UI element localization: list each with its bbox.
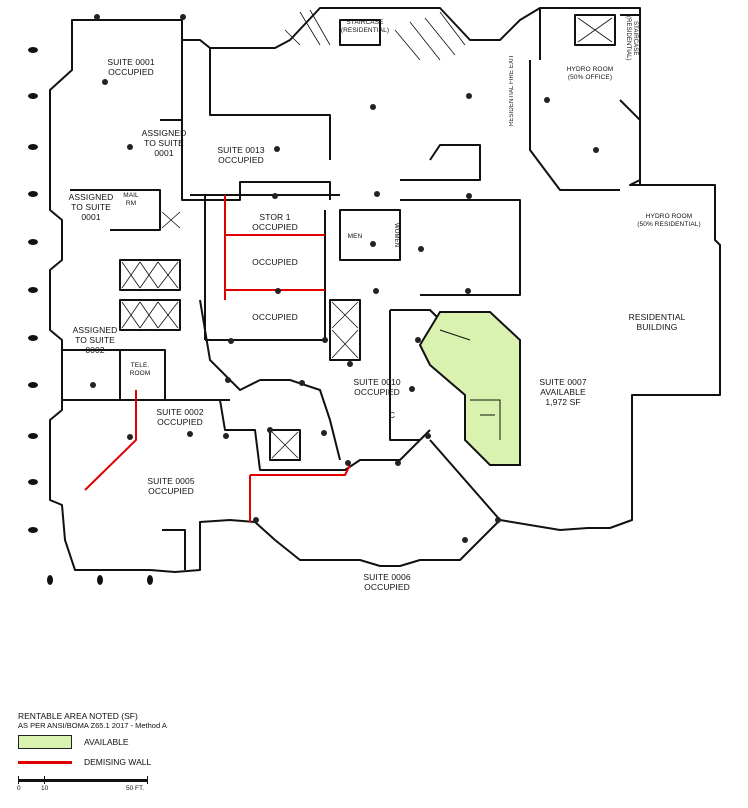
tele-room-label: TELE.ROOM xyxy=(129,362,151,377)
women-label: WOMEN xyxy=(393,222,399,248)
scale-tick-0 xyxy=(18,776,19,784)
legend-demising-wall-swatch xyxy=(18,761,72,764)
building-outline xyxy=(49,7,721,573)
occupied-low-label: OCCUPIED xyxy=(252,312,298,322)
rentable-area-note: RENTABLE AREA NOTED (SF) xyxy=(18,711,138,721)
legend-available-swatch xyxy=(18,735,72,749)
suite-0007-area xyxy=(418,311,521,466)
hydro-room-residential-label: HYDRO ROOM(50% RESIDENTIAL) xyxy=(637,213,701,228)
scale-tick-50 xyxy=(147,776,148,784)
staircase-residential-label: STAIRCASE(RESIDENTIAL) xyxy=(340,19,390,34)
corridor-label: C xyxy=(388,410,396,420)
occupied-mid-label: OCCUPIED xyxy=(252,257,298,267)
men-label: MEN xyxy=(347,233,363,240)
legend-available-label: AVAILABLE xyxy=(84,737,129,747)
legend-demising-wall-label: DEMISING WALL xyxy=(84,757,152,767)
scale-tick-10 xyxy=(44,776,45,784)
hydro-room-office-label: HYDRO ROOM(50% OFFICE) xyxy=(566,66,614,81)
scale-label-0: 0 xyxy=(17,785,21,792)
residential-fire-exit-label: RESIDENTIAL FIRE EXIT xyxy=(509,54,515,127)
staircase-residential-right-label: STAIRCASE (RESIDENTIAL) xyxy=(625,15,638,61)
scale-bar xyxy=(18,779,148,782)
scale-label-10: 10 xyxy=(41,785,49,792)
scale-label-50: 50 FT. xyxy=(126,785,145,792)
boma-standard-note: AS PER ANSI/BOMA Z65.1 2017 - Method A xyxy=(18,721,167,730)
